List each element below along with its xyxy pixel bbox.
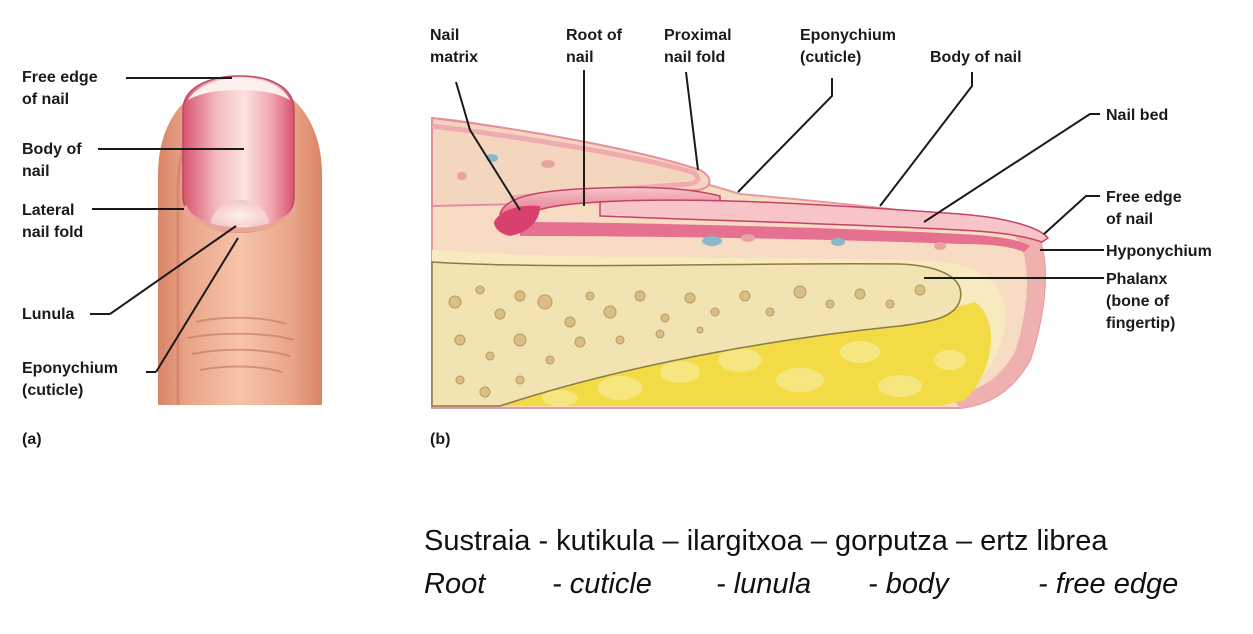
nail-root [499, 186, 721, 223]
knuckle-creases [187, 316, 295, 373]
vessels [457, 154, 946, 250]
nail-bed [520, 222, 1030, 252]
panel-b-leaders [455, 70, 1104, 279]
label-lunula: Lunula [22, 306, 75, 323]
label-free-edge-a: Free edge of nail [22, 69, 102, 108]
cross-section-illustration [431, 116, 1050, 409]
caption-lunula: - lunula [716, 568, 812, 600]
label-free-edge-b: Free edge of nail [1106, 189, 1186, 228]
label-eponychium-b: Eponychium (cuticle) [800, 27, 900, 66]
panel-b-labels: Nail matrix Root of nail Proximal nail f… [430, 27, 1212, 448]
label-proximal-nail-fold: Proximal nail fold [664, 27, 736, 66]
panel-b-label: (b) [430, 431, 450, 448]
label-body-of-nail-a: Body of nail [22, 141, 86, 180]
caption-cuticle: - cuticle [552, 568, 652, 600]
bone-pores [448, 284, 926, 398]
label-nail-bed: Nail bed [1106, 107, 1168, 124]
fingertip-illustration [158, 75, 322, 405]
marrow-blobs [542, 341, 966, 406]
free-edge-white [188, 78, 290, 100]
label-lateral-nail-fold: Lateral nail fold [22, 202, 83, 241]
phalanx-bone [431, 261, 962, 407]
label-body-of-nail-b: Body of nail [930, 49, 1022, 66]
dermis-tip [950, 228, 1045, 408]
label-phalanx: Phalanx (bone of fingertip) [1106, 271, 1175, 332]
caption-free-edge: - free edge [1038, 568, 1179, 600]
caption-basque: Sustraia - kutikula – ilargitxoa – gorpu… [424, 525, 1108, 557]
label-nail-matrix: Nail matrix [430, 27, 478, 66]
lunula [210, 200, 270, 225]
caption-root: Root [424, 568, 486, 600]
label-root-of-nail: Root of nail [566, 27, 626, 66]
panel-a-label: (a) [22, 431, 42, 448]
nail-plate-section [599, 199, 1050, 243]
cuticle [181, 204, 299, 233]
label-eponychium-a: Eponychium (cuticle) [22, 360, 122, 399]
label-hyponychium: Hyponychium [1106, 243, 1212, 260]
panel-a-labels: Free edge of nail Body of nail Lateral n… [22, 69, 122, 448]
panel-a-leaders [90, 77, 244, 373]
nail-matrix [494, 205, 540, 236]
caption-body: - body [868, 568, 949, 600]
